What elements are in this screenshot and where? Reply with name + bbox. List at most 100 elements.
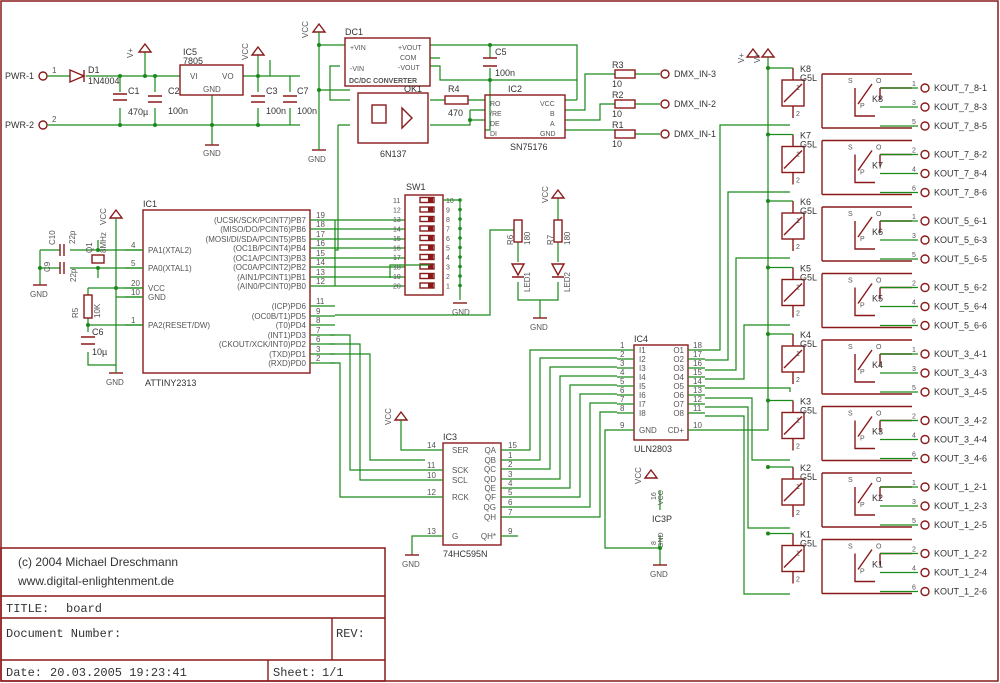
pwr2-label: PWR-2 [5,120,34,130]
kout-terminal[interactable] [920,216,930,226]
sw1-switch[interactable] [419,272,435,280]
sw1-left-pin: 15 [393,236,401,243]
kout-terminal[interactable] [920,282,930,293]
vplus-label-1: V+ [126,48,135,58]
kout-terminal[interactable] [920,349,930,359]
ok1-value: 6N137 [380,149,407,159]
relay-name: K3 [800,397,811,407]
ic1-left-pin-label: PA2(RESET/DW) [148,321,210,330]
ic3-right-pin-num: 15 [508,441,517,450]
ic2-value: SN75176 [510,142,548,152]
relay-out-pin: 1 [912,81,916,88]
dmx-resistor-body [614,69,636,79]
kout-terminal[interactable] [920,434,930,445]
ic3-right-pin-num: 7 [508,508,513,517]
kout-terminal[interactable] [920,168,930,179]
dmx-terminal[interactable] [660,99,670,109]
ic3p-power: VCC 16 VCC IC3P 8 GND GND [634,467,672,579]
ic4-right-pin-num: 15 [693,368,702,377]
sw1-switch[interactable] [419,253,435,261]
kout-label: KOUT_3_4-5 [934,387,987,397]
kout-terminal[interactable] [920,235,930,245]
sw1-switch[interactable] [419,225,435,232]
ic5-gnd-pin: GND [203,85,221,94]
kout-terminal[interactable] [920,320,930,331]
relay-term-s: S [848,477,853,484]
kout-terminal[interactable] [920,368,930,378]
sw1-right-pin: 9 [446,208,450,215]
ic1-right-pin-label: (UCSK/SCK/PCINT7)PB7 [214,216,307,225]
sw1-switch[interactable] [419,244,435,251]
relay-coil-pin2: 2 [796,311,800,318]
d1-diode: D1 1N4004 [69,65,120,86]
kout-terminal[interactable] [920,102,930,112]
led2-name: LED2 [563,271,572,292]
ic3-left-pin-num: 14 [427,441,436,450]
kout-terminal[interactable] [920,387,930,397]
sw1-switch[interactable] [419,263,435,270]
kout-terminal[interactable] [920,567,930,578]
ic1-right-pin-num: 11 [316,297,325,306]
sw1-switch[interactable] [419,282,435,289]
sw1-switch[interactable] [419,196,435,204]
kout-terminal[interactable] [920,415,930,426]
relay-term-p: P [860,369,865,376]
ic3-right-pin-num: 9 [508,527,513,536]
pwr1-terminal[interactable] [38,71,48,81]
kout-terminal[interactable] [920,482,930,492]
ic3p-gnd-pin: GND [658,532,665,548]
relay-coil-pin1: 1 [796,218,800,225]
kout-terminal[interactable] [920,149,930,160]
dmx-net-label: DMX_IN-2 [674,99,716,109]
sw1-right-pin: 6 [446,236,450,243]
c3-capacitor: C3 100n [251,86,286,116]
kout-terminal[interactable] [920,520,930,530]
ic1-right-pin-label: (CKOUT/XCK/INT0)PD2 [219,340,307,349]
relay-name: K5 [800,264,811,274]
ic3-right-pin-label: QH [484,513,496,522]
vcc-symbol-ic3: VCC [384,408,425,451]
dmx-resistor-name: R2 [612,90,624,100]
dmx-resistor-value: 10 [612,109,622,119]
kout-terminal[interactable] [920,83,930,93]
c2-capacitor: C2 100n [148,86,188,116]
kout-terminal[interactable] [920,501,930,511]
ic3-right-pin-label: QE [484,484,496,493]
relay-name: K2 [800,463,811,473]
kout-label: KOUT_7_8-1 [934,83,987,93]
relay-out-pin: 1 [912,480,916,487]
ic3-left-pin-num: 11 [427,461,436,470]
gnd-label-ic5: GND [203,149,221,158]
relay-term-s: S [848,344,853,351]
kout-terminal[interactable] [920,121,930,131]
sw1-switch[interactable] [419,206,435,213]
kout-terminal[interactable] [920,187,930,198]
sw1-switch[interactable] [419,215,435,223]
kout-terminal[interactable] [920,254,930,264]
ic3-left-pin-num: 10 [427,471,436,480]
kout-terminal[interactable] [920,453,930,464]
dmx-terminal[interactable] [660,129,670,139]
pwr2-terminal[interactable] [38,120,48,130]
sw1-left-pin: 17 [393,255,401,262]
ic1-left-pin-num: 1 [131,316,136,325]
dc1-pin-vout: +VOUT [398,45,422,52]
ic5-vi: VI [190,72,198,81]
relay-contact-name: K6 [872,227,883,237]
sw1-left-pin: 12 [393,208,401,215]
ic1-left-pin-label: VCC [148,284,165,293]
kout-terminal[interactable] [920,586,930,597]
ic1-right-pin-label: (OC0B/T1)PD5 [252,312,307,321]
ic4-right-pin-label: O1 [673,346,684,355]
kout-terminal[interactable] [920,548,930,559]
c3-name: C3 [266,86,278,96]
ic4-driver: IC4 ULN2803 [633,334,689,454]
gnd-symbol-dc: GND [308,125,326,164]
sw1-switch[interactable] [419,234,435,242]
sw1-right-pin: 1 [446,284,450,291]
relay-coil-pin1: 1 [796,418,800,425]
dmx-terminal[interactable] [660,69,670,79]
kout-terminal[interactable] [920,301,930,312]
